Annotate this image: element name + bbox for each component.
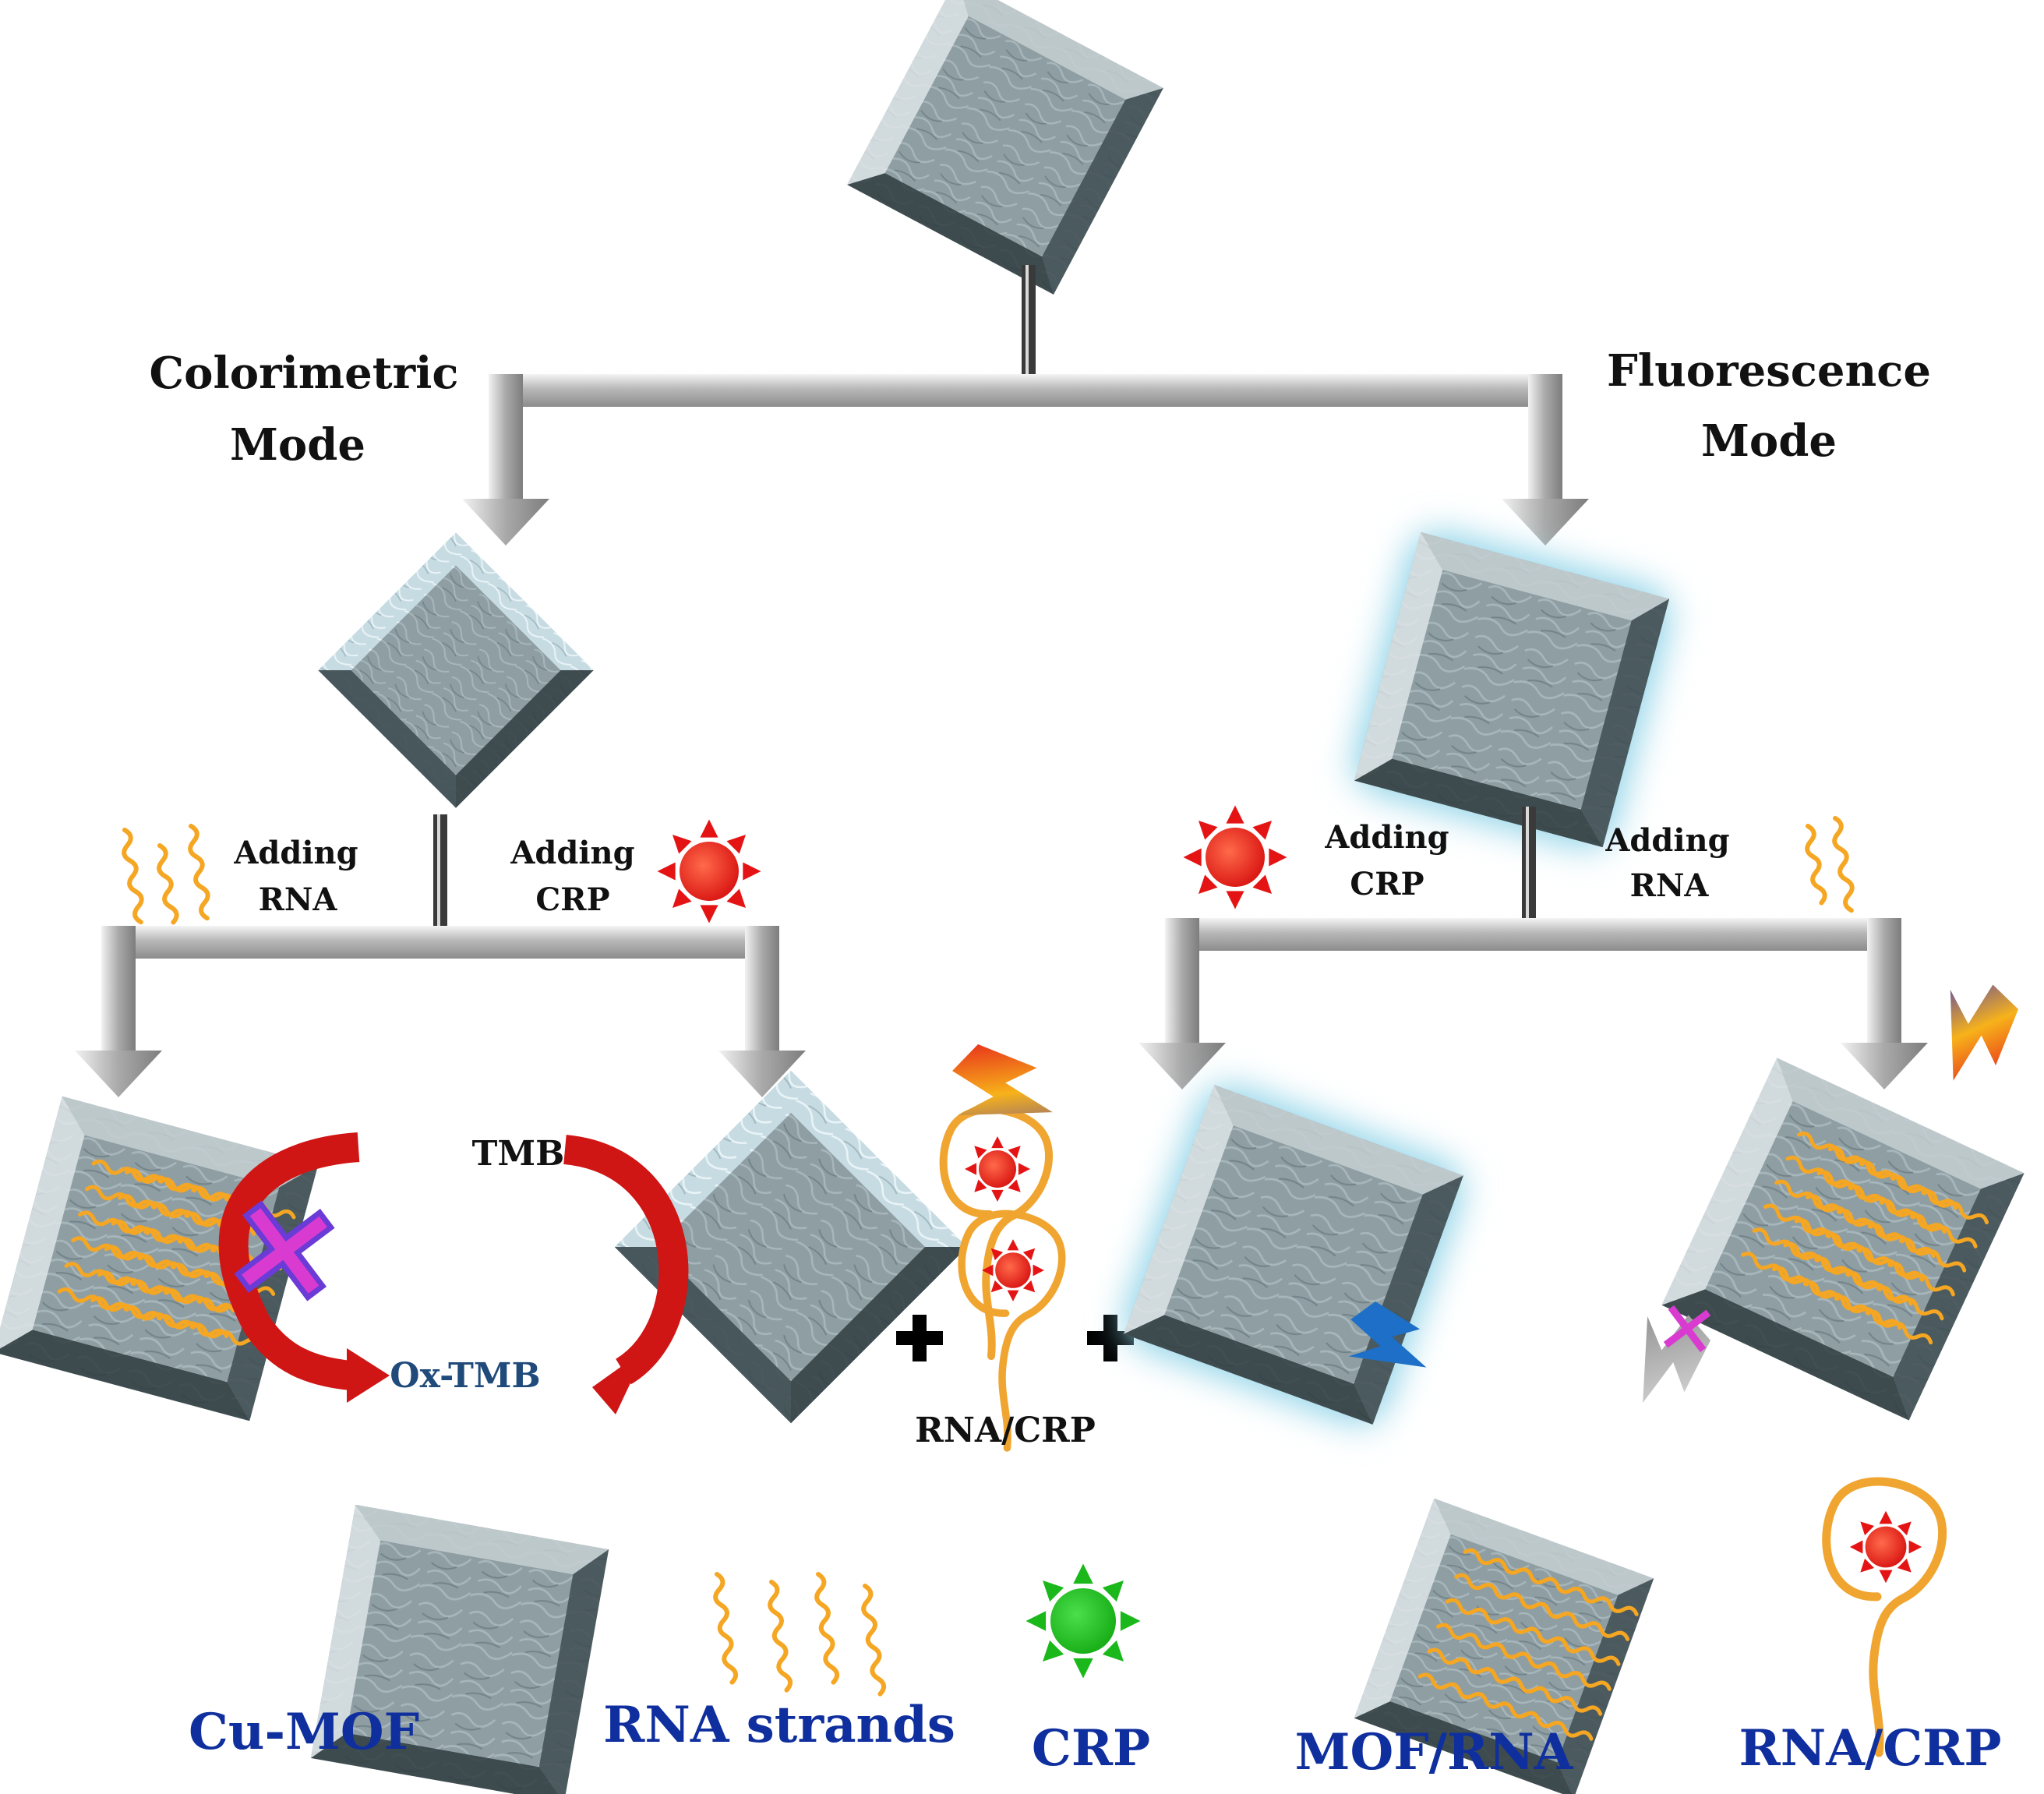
rna-icon-d xyxy=(1805,824,1827,906)
legend-rna-d xyxy=(861,1584,887,1697)
legend-rna-b xyxy=(768,1580,793,1693)
bracket-fluorescence xyxy=(1138,918,1928,1089)
rna-crp-label-mid: RNA/CRP xyxy=(915,1411,1096,1450)
adding-rna-label-left-2: RNA xyxy=(259,881,338,918)
stem-fluorescence xyxy=(1522,807,1536,918)
arrow-tmb-right xyxy=(563,1135,689,1414)
ox-tmb-label: Ox-TMB xyxy=(390,1356,540,1396)
legend-rna-crp-icon xyxy=(1822,1477,1947,1757)
adding-crp-label-left: Adding xyxy=(510,835,634,871)
legend-rna-crp-label: RNA/CRP xyxy=(1739,1719,2002,1778)
rna-crp-complex-a xyxy=(939,1105,1054,1360)
rna-icon-e xyxy=(1832,816,1855,913)
emission-bolt-top xyxy=(952,1044,1053,1116)
legend-crp-label: CRP xyxy=(1032,1719,1150,1778)
excitation-bolt xyxy=(1950,984,2018,1081)
rna-icon-b xyxy=(157,843,179,925)
rna-on-mof-right xyxy=(1741,1132,1989,1345)
adding-rna-label-right: Adding xyxy=(1604,822,1729,859)
stem-top xyxy=(1022,265,1036,374)
crp-icon-fluorescence xyxy=(1183,805,1287,909)
legend-mof-rna-label: MOF/RNA xyxy=(1295,1723,1574,1782)
emission-bolt-blue xyxy=(1348,1301,1427,1368)
colorimetric-mode-label: Colorimetric xyxy=(150,348,459,399)
plus-sign-left xyxy=(896,1315,943,1361)
fluorescence-mode-label-2: Mode xyxy=(1701,415,1837,467)
plus-sign-right xyxy=(1087,1315,1134,1361)
legend-crp-icon xyxy=(1026,1563,1141,1679)
adding-crp-label-left-2: CRP xyxy=(535,881,609,918)
adding-rna-label-right-2: RNA xyxy=(1630,867,1710,904)
inhibition-x-mark xyxy=(234,1200,335,1301)
mof-fluorescence xyxy=(1353,531,1671,849)
adding-crp-label-right: Adding xyxy=(1324,819,1449,856)
rna-crp-complex-b xyxy=(958,1210,1066,1452)
colorimetric-mode-label-2: Mode xyxy=(230,419,365,471)
bracket-colorimetric xyxy=(75,926,806,1097)
mof-top xyxy=(847,0,1163,295)
mof-glowing xyxy=(1124,1085,1463,1425)
legend-rna-a xyxy=(713,1572,739,1685)
rna-icon-c xyxy=(188,824,210,921)
mof-colorimetric xyxy=(318,532,594,808)
legend-cu-mof-label: Cu-MOF xyxy=(189,1703,419,1761)
bracket-main xyxy=(462,374,1589,546)
crp-icon-colorimetric xyxy=(657,819,761,923)
fluorescence-mode-label: Fluorescence xyxy=(1607,345,1931,397)
stem-colorimetric xyxy=(433,814,447,927)
tmb-label: TMB xyxy=(472,1134,565,1174)
legend-rna-strands-label: RNA strands xyxy=(603,1696,955,1754)
legend-rna-on-mof xyxy=(1417,1548,1639,1741)
adding-rna-label-left: Adding xyxy=(233,835,358,871)
adding-crp-label-right-2: CRP xyxy=(1350,866,1424,902)
legend-rna-c xyxy=(814,1572,840,1685)
quench-x-mark xyxy=(1663,1305,1711,1353)
rna-icon-a xyxy=(122,828,144,925)
